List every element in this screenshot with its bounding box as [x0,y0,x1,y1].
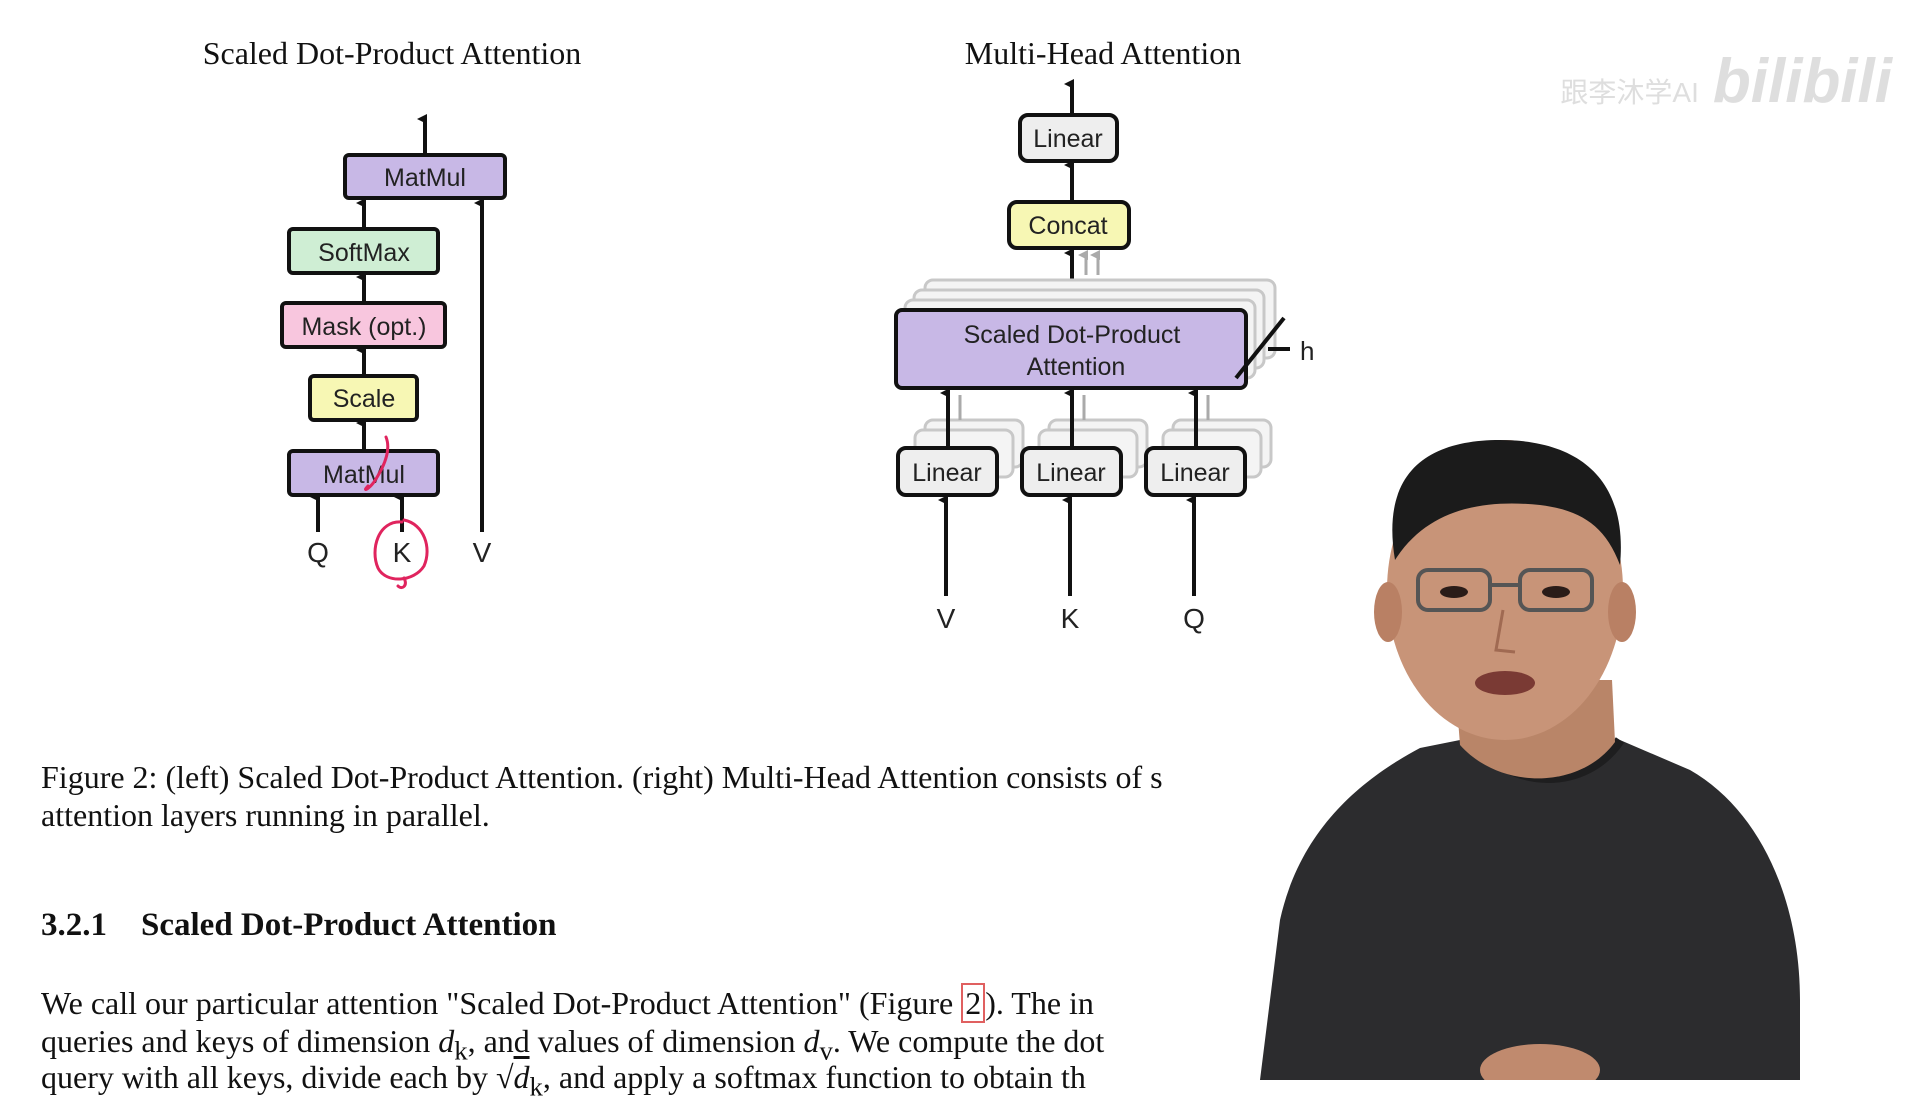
scale-block: Scale [308,374,419,422]
input-k-label: K [393,537,412,568]
figure-canvas: Scaled Dot-Product Attention MatMul Soft… [203,35,1315,634]
right-diagram: Multi-Head Attention Linear Concat Scale… [894,35,1314,634]
figure-caption-line1: Figure 2: (left) Scaled Dot-Product Atte… [41,759,1163,795]
body-line-2: queries and keys of dimension dk, and va… [41,1022,1441,1069]
softmax-block: SoftMax [287,227,440,275]
mh-input-q-label: Q [1183,603,1205,634]
concat-label: Concat [1028,212,1107,240]
attention-label-line2: Attention [1027,353,1126,381]
math-subscript: k [454,1035,468,1066]
linear-v-block: Linear [896,446,999,497]
watermark: 跟李沐学AI bilibili [1560,46,1892,117]
watermark-brand: bilibili [1712,47,1892,116]
linear-top-block: Linear [1018,113,1119,163]
figure-caption-line2: attention layers running in parallel. [41,797,490,833]
heads-slash [1234,316,1286,380]
body-text: We call our particular attention "Scaled… [41,985,962,1021]
linear-q-block: Linear [1144,446,1247,497]
matmul-bottom-label: MatMul [323,461,405,489]
linear-v-label: Linear [912,459,982,487]
softmax-label: SoftMax [318,239,410,267]
figure-ref-link[interactable]: 2 [961,983,986,1023]
attention-label-line1: Scaled Dot-Product [964,321,1181,349]
right-diagram-title: Multi-Head Attention [965,35,1241,71]
scale-label: Scale [333,385,396,413]
mask-block: Mask (opt.) [280,301,447,349]
mask-label: Mask (opt.) [301,313,426,341]
body-text: . We compute the dot [832,1023,1105,1059]
annotation-ink [364,435,429,590]
math-subscript: v [819,1035,833,1066]
body-line-1: We call our particular attention "Scaled… [41,983,1441,1023]
input-q-label: Q [307,537,329,568]
left-diagram-title: Scaled Dot-Product Attention [203,35,582,71]
presenter-hand [1480,1044,1600,1080]
concat-block: Concat [1007,200,1131,250]
section-title: Scaled Dot-Product Attention [141,907,557,943]
linear-top-label: Linear [1033,125,1103,153]
attention-block: Scaled Dot-Product Attention [894,308,1248,390]
input-v-label: V [473,537,492,568]
body-text: queries and keys of dimension [41,1023,439,1059]
matmul-top-label: MatMul [384,164,466,192]
matmul-bottom-block: MatMul [287,449,440,497]
heads-label: h [1300,336,1314,366]
linear-k-label: Linear [1036,459,1106,487]
glasses-icon [1416,568,1492,612]
left-diagram: Scaled Dot-Product Attention MatMul Soft… [203,35,582,590]
math-symbol: d [438,1023,455,1059]
body-text: ). The in [985,985,1094,1021]
video-frame: Scaled Dot-Product Attention MatMul Soft… [41,35,1892,1101]
mh-input-v-label: V [937,603,956,634]
linear-q-label: Linear [1160,459,1230,487]
section-number: 3.2.1 [41,907,107,943]
matmul-top-block: MatMul [343,153,507,200]
presenter-video [1260,440,1800,1080]
mh-input-k-label: K [1061,603,1080,634]
section-heading: 3.2.1 Scaled Dot-Product Attention [41,907,557,944]
math-symbol: d [803,1023,820,1059]
body-text: , and values of dimension [467,1023,804,1059]
watermark-text: 跟李沐学AI [1560,77,1699,108]
